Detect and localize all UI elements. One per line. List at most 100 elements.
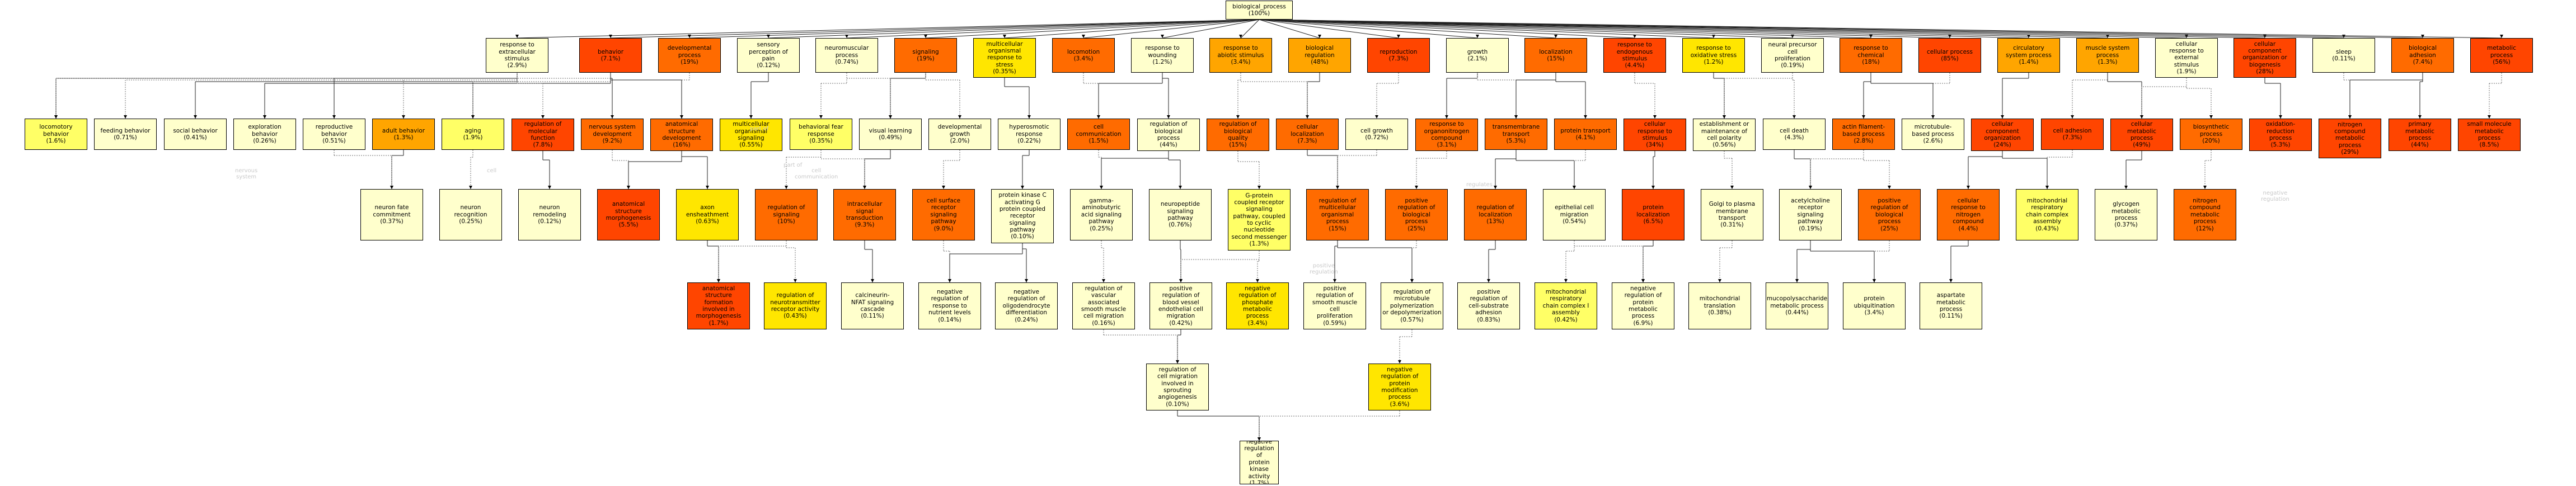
go-term-node[interactable]: response to organonitrogen compound (3.1… [1415,119,1478,151]
go-term-node[interactable]: multicellular organismal response to str… [973,38,1036,78]
go-term-node[interactable]: calcineurin- NFAT signaling cascade (0.1… [841,282,904,329]
go-term-node[interactable]: cell communication (1.5%) [1067,119,1130,150]
go-term-node[interactable]: anatomical structure morphogenesis (5.5%… [597,189,660,240]
go-term-node[interactable]: protein transport (4.1%) [1554,119,1617,150]
go-term-node[interactable]: neuron remodeling (0.12%) [518,189,581,240]
go-term-node[interactable]: primary metabolic process (44%) [2389,119,2451,151]
go-term-node[interactable]: mitochondrial translation (0.38%) [1688,282,1751,329]
go-term-node[interactable]: aspartate metabolic process (0.11%) [1920,282,1982,329]
go-term-node[interactable]: regulation of localization (13%) [1464,189,1527,240]
go-term-node[interactable]: response to oxidative stress (1.2%) [1682,38,1745,73]
go-term-node[interactable]: anatomical structure development (16%) [650,119,713,151]
go-term-node[interactable]: negative regulation of response to nutri… [918,282,981,329]
go-term-node[interactable]: neuromuscular process (0.74%) [815,38,878,73]
go-term-node[interactable]: neural precursor cell proliferation (0.1… [1761,38,1824,73]
go-term-node[interactable]: nervous system development (9.2%) [581,119,644,150]
go-term-node[interactable]: muscle system process (1.3%) [2076,38,2139,73]
go-term-node[interactable]: cellular response to stimulus (34%) [1624,119,1686,151]
go-term-node[interactable]: reproduction (7.3%) [1367,38,1430,73]
go-term-node[interactable]: biological adhesion (7.4%) [2391,38,2454,73]
go-term-node[interactable]: transmembrane transport (5.3%) [1485,119,1547,150]
go-term-node[interactable]: neuropeptide signaling pathway (0.76%) [1149,189,1212,240]
go-term-node[interactable]: negative regulation of phosphate metabol… [1226,282,1289,329]
go-term-node[interactable]: hyperosmotic response (0.22%) [998,119,1061,150]
go-term-node[interactable]: developmental growth (2.0%) [928,119,991,150]
go-term-node[interactable]: multicellular organismal signaling (0.55… [720,119,782,151]
go-term-node[interactable]: cellular localization (7.3%) [1276,119,1339,150]
go-term-node[interactable]: positive regulation of biological proces… [1385,189,1448,240]
go-term-node[interactable]: cellular metabolic process (49%) [2110,119,2173,151]
go-term-node[interactable]: feeding behavior (0.71%) [94,119,157,150]
go-term-node[interactable]: response to chemical (18%) [1840,38,1902,73]
go-term-node[interactable]: oxidation- reduction process (5.3%) [2249,119,2312,151]
go-term-node[interactable]: G-protein coupled receptor signaling pat… [1228,189,1291,251]
go-term-node[interactable]: response to abiotic stimulus (3.4%) [1209,38,1272,73]
go-term-node[interactable]: cellular response to external stimulus (… [2155,38,2218,78]
go-term-node[interactable]: response to endogenous stimulus (4.4%) [1603,38,1666,73]
go-term-node[interactable]: negative regulation of protein kinase ac… [1240,441,1279,484]
go-term-node[interactable]: nitrogen compound metabolic process (12%… [2174,189,2236,240]
go-term-node[interactable]: exploration behavior (0.26%) [233,119,296,150]
go-term-node[interactable]: visual learning (0.49%) [859,119,922,150]
go-term-node[interactable]: adult behavior (1.3%) [372,119,435,150]
go-term-node[interactable]: signaling (19%) [894,38,957,73]
go-term-node[interactable]: negative regulation of oligodendrocyte d… [995,282,1058,329]
go-term-node[interactable]: aging (1.9%) [442,119,504,150]
go-term-node[interactable]: intracellular signal transduction (9.3%) [833,189,896,240]
go-term-node[interactable]: mitochondrial respiratory chain complex … [2016,189,2078,240]
go-term-node[interactable]: positive regulation of smooth muscle cel… [1303,282,1366,329]
go-term-node[interactable]: metabolic process (56%) [2470,38,2533,73]
go-term-node[interactable]: acetylcholine receptor signaling pathway… [1779,189,1842,240]
go-term-node[interactable]: microtubule- based process (2.6%) [1902,119,1964,150]
go-term-node[interactable]: gamma- aminobutyric acid signaling pathw… [1070,189,1133,240]
go-term-node[interactable]: behavior (7.1%) [579,38,642,73]
go-term-node[interactable]: cell adhesion (7.3%) [2041,119,2104,150]
go-term-node[interactable]: glycogen metabolic process (0.37%) [2095,189,2157,240]
go-term-node[interactable]: developmental process (19%) [658,38,721,73]
go-term-node[interactable]: regulation of multicellular organismal p… [1306,189,1369,240]
go-term-node[interactable]: reproductive behavior (0.51%) [303,119,365,150]
go-term-node[interactable]: regulation of molecular function (7.8%) [512,119,574,151]
go-term-node[interactable]: regulation of signaling (10%) [755,189,818,240]
go-term-node[interactable]: cellular component organization (24%) [1971,119,2034,151]
go-term-node[interactable]: sleep (0.11%) [2312,38,2375,73]
go-term-node[interactable]: biological_process (100%) [1226,1,1293,20]
go-term-node[interactable]: cell death (4.3%) [1763,119,1826,150]
go-term-node[interactable]: anatomical structure formation involved … [687,282,750,329]
go-term-node[interactable]: mitochondrial respiratory chain complex … [1535,282,1597,329]
go-term-node[interactable]: cellular response to nitrogen compound (… [1937,189,2000,240]
go-term-node[interactable]: locomotory behavior (1.6%) [25,119,87,150]
go-term-node[interactable]: locomotion (3.4%) [1052,38,1115,73]
go-term-node[interactable]: protein kinase C activating G protein co… [991,189,1054,243]
go-term-node[interactable]: nitrogen compound metabolic process (29%… [2319,119,2381,158]
go-term-node[interactable]: mucopolysaccharide metabolic process (0.… [1766,282,1828,329]
go-term-node[interactable]: Golgi to plasma membrane transport (0.31… [1701,189,1763,240]
go-term-node[interactable]: response to extracellular stimulus (2.9%… [486,38,548,73]
go-term-node[interactable]: behavioral fear response (0.35%) [790,119,852,150]
go-term-node[interactable]: cell growth (0.72%) [1345,119,1408,150]
go-term-node[interactable]: cellular component organization or bioge… [2234,38,2296,78]
go-term-node[interactable]: positive regulation of blood vessel endo… [1149,282,1212,329]
go-term-node[interactable]: negative regulation of protein metabolic… [1612,282,1674,329]
go-term-node[interactable]: regulation of microtubule polymerization… [1381,282,1443,329]
go-term-node[interactable]: biological regulation (48%) [1288,38,1351,73]
go-term-node[interactable]: localization (15%) [1524,38,1587,73]
go-term-node[interactable]: protein localization (6.5%) [1622,189,1685,240]
go-term-node[interactable]: positive regulation of biological proces… [1858,189,1921,240]
go-term-node[interactable]: axon ensheathment (0.63%) [676,189,739,240]
go-term-node[interactable]: neuron recognition (0.25%) [439,189,502,240]
go-term-node[interactable]: social behavior (0.41%) [164,119,227,150]
go-term-node[interactable]: regulation of cell migration involved in… [1146,364,1209,410]
go-term-node[interactable]: growth (2.1%) [1446,38,1509,73]
go-term-node[interactable]: response to wounding (1.2%) [1131,38,1194,73]
go-term-node[interactable]: sensory perception of pain (0.12%) [737,38,800,73]
go-term-node[interactable]: small molecule metabolic process (8.5%) [2458,119,2521,151]
go-term-node[interactable]: circulatory system process (1.4%) [1997,38,2060,73]
go-term-node[interactable]: regulation of vascular associated smooth… [1072,282,1135,329]
go-term-node[interactable]: regulation of neurotransmitter receptor … [764,282,827,329]
go-term-node[interactable]: protein ubiquitination (3.4%) [1843,282,1906,329]
go-term-node[interactable]: regulation of biological process (44%) [1137,119,1200,151]
go-term-node[interactable]: actin filament- based process (2.8%) [1832,119,1895,150]
go-term-node[interactable]: biosynthetic process (20%) [2180,119,2242,150]
go-term-node[interactable]: cellular process (85%) [1918,38,1981,73]
